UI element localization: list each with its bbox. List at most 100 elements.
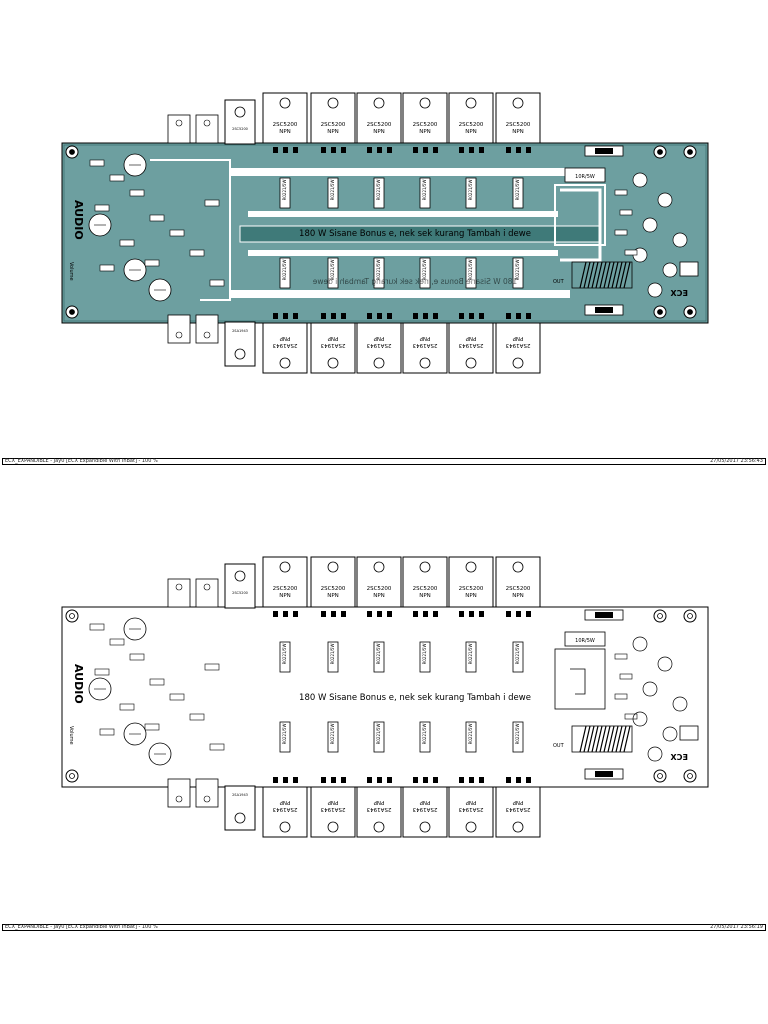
inductor-winding — [583, 261, 591, 289]
npn-type-label: NPN — [512, 593, 524, 599]
emitter-trace-upper — [248, 211, 558, 217]
transistor-pad — [469, 147, 474, 153]
small-to220-device — [195, 778, 219, 808]
transistor-pad — [469, 777, 474, 783]
emitter-resistor-lower-label: R0221/5W — [422, 260, 427, 281]
big-resistor — [564, 167, 606, 183]
small-resistor — [169, 693, 185, 701]
transistor-pad — [273, 611, 278, 617]
transistor-pad — [469, 313, 474, 319]
pnp-part-label: 2SA1943 — [412, 342, 437, 348]
small-to220-device — [195, 114, 219, 144]
pnp-type-label: PNP — [279, 335, 290, 341]
driver-transistor-hole — [234, 812, 246, 824]
npn-part-label: 2SC5200 — [367, 122, 392, 128]
pnp-part-label: 2SA1943 — [366, 342, 391, 348]
inductor-winding — [615, 261, 623, 289]
pnp-transistor-hole — [373, 821, 385, 833]
emitter-resistor-lower-label: R0221/5W — [515, 724, 520, 745]
npn-type-label: NPN — [512, 129, 524, 135]
electrolytic-capacitor — [123, 617, 147, 641]
mounting-hole-center — [687, 773, 693, 779]
small-to220-device — [167, 778, 191, 808]
volume-label: Volume — [68, 262, 74, 281]
driver-transistor-hole — [234, 570, 246, 582]
small-resistor — [624, 713, 638, 720]
status-bar-bottom-timestamp: 27/05/2017 23:56:19 — [710, 924, 763, 930]
transistor-pad — [413, 777, 418, 783]
emitter-resistor-lower — [279, 257, 291, 289]
board-title-label: 180 W Sisane Bonus e, nek sek kurang Tam… — [299, 693, 531, 703]
pnp-transistor-hole — [279, 357, 291, 369]
small-to220-hole — [203, 119, 211, 127]
transistor-pad — [387, 777, 392, 783]
small-resistor — [619, 209, 633, 216]
npn-type-label: NPN — [465, 129, 477, 135]
transistor-pad — [331, 147, 336, 153]
transistor-pad — [283, 313, 288, 319]
emitter-resistor-lower — [373, 257, 385, 289]
small-resistor — [614, 229, 628, 236]
npn-transistor-hole — [419, 561, 431, 573]
npn-transistor-hole — [512, 97, 524, 109]
emitter-resistor-upper — [512, 177, 524, 209]
transistor-pad — [293, 313, 298, 319]
transistor-pad — [433, 611, 438, 617]
mounting-hole-center — [687, 613, 693, 619]
small-to220-hole — [175, 119, 183, 127]
inductor-outline — [571, 261, 633, 289]
pnp-transistor-body — [448, 786, 494, 838]
small-capacitor — [642, 217, 658, 233]
small-resistor — [89, 623, 105, 631]
small-resistor — [144, 259, 160, 267]
mounting-hole-center — [657, 149, 663, 155]
board-inner-edge — [63, 144, 707, 322]
emitter-resistor-upper-label: R0221/5W — [468, 180, 473, 201]
small-to220-device — [167, 578, 191, 608]
transistor-pad — [341, 313, 346, 319]
pnp-type-label: PNP — [512, 799, 523, 805]
npn-type-label: NPN — [465, 593, 477, 599]
transistor-pad — [423, 147, 428, 153]
transistor-pad — [413, 147, 418, 153]
emitter-resistor-upper — [419, 177, 431, 209]
transistor-pad — [479, 313, 484, 319]
npn-transistor-hole — [373, 97, 385, 109]
small-resistor — [204, 199, 220, 207]
inductor-winding — [599, 725, 607, 753]
small-resistor — [169, 229, 185, 237]
pnp-transistor-hole — [465, 821, 477, 833]
small-capacitor — [657, 192, 673, 208]
transistor-pad — [321, 147, 326, 153]
transistor-pad — [526, 611, 531, 617]
emitter-trace-lower — [248, 250, 558, 256]
transistor-pad — [516, 147, 521, 153]
transistor-pad — [413, 313, 418, 319]
npn-part-label: 2SC5200 — [321, 586, 346, 592]
pnp-type-label: PNP — [419, 335, 430, 341]
audio-logo-text: AUDIO — [72, 664, 85, 704]
pnp-part-label: 2SA1943 — [320, 806, 345, 812]
small-resistor — [109, 174, 125, 182]
pnp-transistor-hole — [373, 357, 385, 369]
small-resistor — [189, 249, 205, 257]
transistor-pad — [367, 313, 372, 319]
emitter-resistor-upper — [373, 641, 385, 673]
emitter-resistor-lower-label: R0221/5W — [468, 260, 473, 281]
npn-part-label: 2SC5200 — [506, 122, 531, 128]
transistor-pad — [433, 313, 438, 319]
pnp-type-label: PNP — [327, 335, 338, 341]
small-capacitor — [672, 232, 688, 248]
npn-transistor-hole — [465, 97, 477, 109]
npn-part-label: 2SC5200 — [413, 122, 438, 128]
transistor-pad — [331, 313, 336, 319]
transistor-pad — [283, 147, 288, 153]
big-resistor-label: 10R/5W — [575, 638, 595, 644]
npn-transistor-hole — [279, 97, 291, 109]
transistor-pad — [526, 777, 531, 783]
inductor-winding — [579, 261, 587, 289]
connector-block — [679, 261, 699, 277]
small-resistor — [209, 279, 225, 287]
connector-block — [679, 725, 699, 741]
small-resistor — [614, 653, 628, 660]
